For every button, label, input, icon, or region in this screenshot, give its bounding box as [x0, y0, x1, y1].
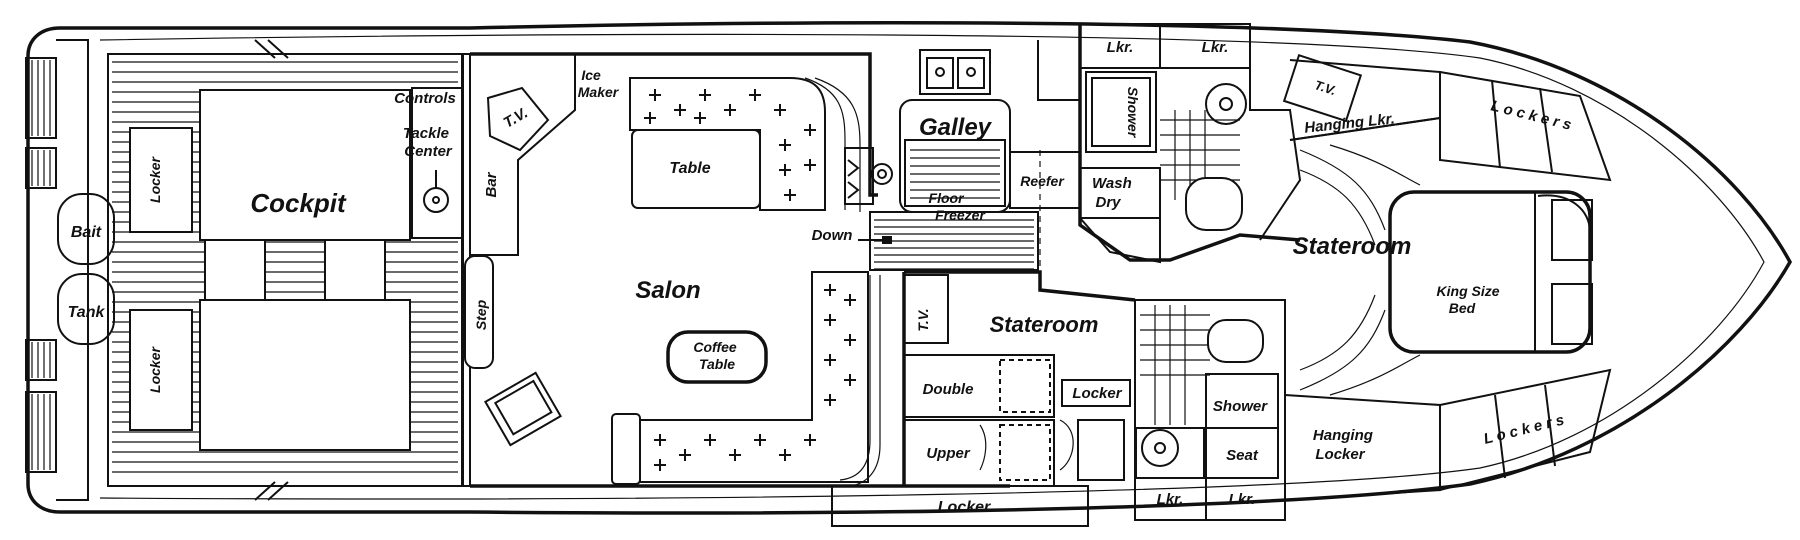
tackle-line1: Tackle: [403, 125, 449, 142]
double-label: Double: [923, 381, 974, 398]
hull-inner-line: [99, 33, 1765, 500]
lockers-bottom-label: L o c k e r s: [1482, 411, 1566, 447]
upper-toilet-icon: [1185, 177, 1243, 231]
controls-label: Controls: [394, 90, 456, 107]
freezer-line1: Floor: [929, 190, 966, 206]
lockers-top-label: L o c k e r s: [1489, 97, 1573, 133]
bait-label: Bait: [71, 224, 102, 241]
bed-line2: Bed: [1449, 300, 1476, 316]
tv-stateroom-label: T.V.: [915, 308, 931, 331]
locker-mid-label: Locker: [1072, 385, 1122, 402]
shower-bottom-label: Shower: [1213, 398, 1268, 415]
hanging-line1: Hanging: [1313, 427, 1373, 444]
lkr-bottom2-label: Lkr.: [1229, 491, 1256, 508]
lkr-top1-label: Lkr.: [1107, 39, 1134, 56]
floor-freezer-label: Floor Freezer: [929, 190, 987, 223]
tank: [57, 273, 115, 345]
freezer-line2: Freezer: [935, 207, 986, 223]
down-arrow-icon: [858, 236, 892, 244]
table-label: Table: [669, 160, 710, 177]
stateroom-fwd-label: Stateroom: [1293, 233, 1412, 260]
locker-left-bottom-label: Locker: [147, 345, 163, 392]
coffee-line1: Coffee: [693, 339, 737, 355]
lkr-top2-label: Lkr.: [1202, 39, 1229, 56]
upper-sink-icon: [1205, 83, 1247, 125]
hanging-line2: Locker: [1315, 446, 1365, 463]
tv-bar-label: T.V.: [501, 104, 531, 131]
swim-platform-grating: [25, 39, 89, 501]
down-label: Down: [812, 227, 853, 244]
bed-line1: King Size: [1437, 283, 1500, 299]
coffee-table-label: Coffee Table: [693, 339, 740, 372]
lower-head: [1134, 299, 1286, 521]
hanging-locker-label: Hanging Locker: [1313, 427, 1377, 463]
lower-sink-icon: [1141, 429, 1179, 467]
wash-line1: Wash: [1092, 175, 1132, 192]
tackle-line2: Center: [404, 143, 453, 160]
tv-fwd-label: T.V.: [1313, 77, 1338, 98]
mid-stateroom-area: [831, 270, 1136, 527]
upper-shower: [1085, 71, 1157, 153]
wash-dry-label: Wash Dry: [1092, 175, 1136, 211]
galley-sink: [919, 49, 991, 95]
hanging-lkr-label: Hanging Lkr.: [1303, 110, 1395, 136]
tackle-center-label: Tackle Center: [403, 125, 453, 160]
ice-line2: Maker: [578, 84, 620, 100]
coffee-line2: Table: [699, 356, 735, 372]
ice-line1: Ice: [581, 67, 601, 83]
reefer-label: Reefer: [1020, 173, 1065, 189]
galley-label: Galley: [919, 114, 993, 141]
seat-label: Seat: [1226, 447, 1259, 464]
king-bed-label: King Size Bed: [1437, 283, 1504, 316]
coffee-table: [666, 330, 768, 384]
cockpit-label: Cockpit: [250, 188, 347, 218]
upper-head: [1078, 23, 1302, 264]
salon-label: Salon: [635, 277, 700, 304]
lower-toilet-icon: [1207, 319, 1264, 363]
wash-line2: Dry: [1095, 194, 1121, 211]
tackle-center: [411, 87, 463, 239]
hull-outline: [26, 20, 1793, 515]
step-label: Step: [473, 299, 489, 330]
shower-top-label: Shower: [1125, 87, 1141, 139]
bar-label: Bar: [483, 171, 500, 197]
stateroom-mid-label: Stateroom: [990, 312, 1099, 337]
locker-left-top-label: Locker: [147, 155, 163, 202]
forward-stateroom-area: [1282, 54, 1612, 501]
ice-maker-label: Ice Maker: [578, 67, 620, 100]
locker-bottom-label: Locker: [938, 499, 991, 516]
lkr-bottom1-label: Lkr.: [1157, 491, 1184, 508]
tank-label: Tank: [68, 304, 106, 321]
table: [631, 129, 761, 209]
upper-label: Upper: [926, 445, 971, 462]
galley-area: [844, 40, 1081, 270]
settee-cushion-pattern: [644, 89, 856, 471]
king-size-bed: [1388, 190, 1592, 354]
cockpit-area: [107, 39, 464, 501]
bait-well: [57, 193, 115, 265]
